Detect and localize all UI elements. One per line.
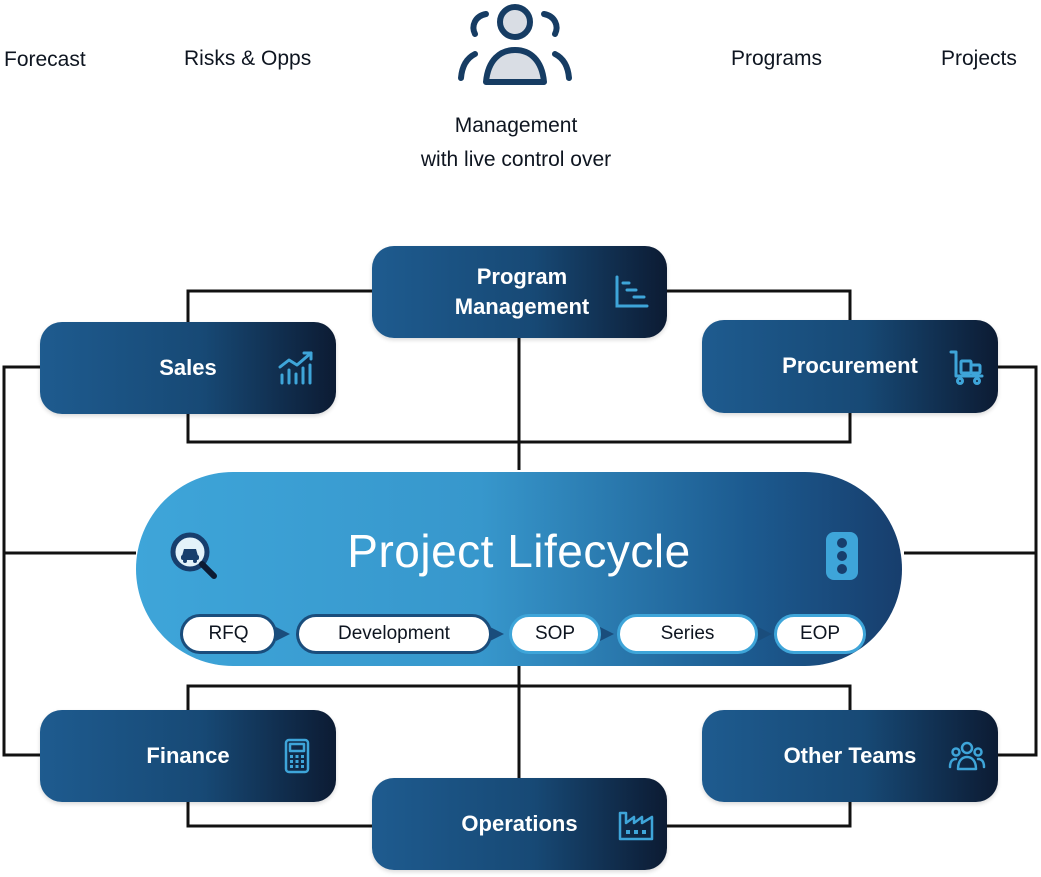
other-teams-box: Other Teams	[702, 710, 998, 802]
operations-label: Operations	[461, 811, 578, 836]
stage-series: Series	[617, 614, 758, 654]
finance-label: Finance	[146, 743, 230, 768]
forecast-label: Forecast	[4, 48, 86, 71]
calculator-icon	[284, 738, 310, 774]
management-subtitle: with live control over	[420, 148, 612, 171]
program-management-box: Program Management	[372, 246, 667, 338]
finance-box: Finance	[40, 710, 336, 802]
operations-box: Operations	[372, 778, 667, 870]
management-title: Management	[454, 114, 578, 137]
factory-icon	[618, 811, 654, 841]
projects-label: Projects	[941, 47, 1017, 70]
other-teams-label: Other Teams	[783, 743, 917, 768]
gantt-chart-icon	[615, 275, 649, 308]
sales-box: Sales	[40, 322, 336, 414]
risks-opps-label: Risks & Opps	[184, 47, 312, 70]
cart-icon	[949, 350, 984, 385]
stage-sop: SOP	[509, 614, 601, 654]
program-management-line2: Management	[454, 294, 590, 319]
users-icon	[458, 4, 572, 85]
procurement-box: Procurement	[702, 320, 998, 413]
trend-chart-icon	[278, 351, 313, 385]
traffic-light-icon	[826, 532, 858, 580]
stage-eop: EOP	[774, 614, 866, 654]
stage-rfq: RFQ	[180, 614, 277, 654]
team-icon	[948, 741, 986, 771]
stage-development: Development	[296, 614, 492, 654]
procurement-label: Procurement	[782, 353, 918, 378]
sales-label: Sales	[159, 355, 217, 380]
programs-label: Programs	[731, 47, 823, 70]
lifecycle-title: Project Lifecycle	[347, 525, 691, 577]
search-car-icon	[170, 532, 217, 579]
program-management-line1: Program	[476, 264, 568, 289]
